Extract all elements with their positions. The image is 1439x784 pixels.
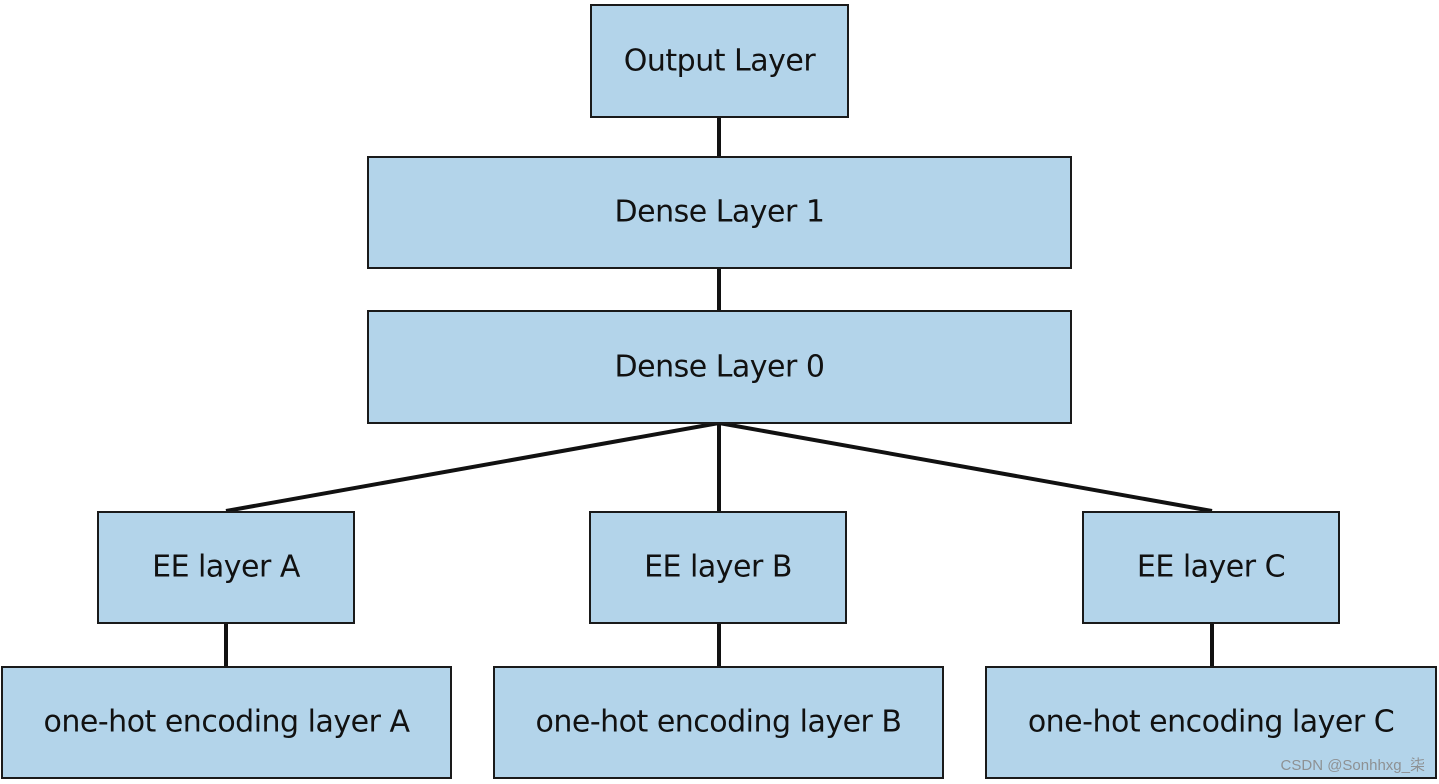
node-label: EE layer A <box>152 550 301 585</box>
node-onehot-layer-a: one-hot encoding layer A <box>1 666 452 779</box>
node-label: Dense Layer 1 <box>615 195 825 230</box>
node-onehot-layer-b: one-hot encoding layer B <box>493 666 944 779</box>
watermark: CSDN @Sonhhxg_柒 <box>1280 757 1425 774</box>
edge-ee-c-to-dense0 <box>718 421 1213 513</box>
node-label: one-hot encoding layer B <box>536 705 902 740</box>
node-label: Output Layer <box>624 44 817 79</box>
node-label: one-hot encoding layer A <box>44 705 411 740</box>
node-label: EE layer C <box>1137 550 1285 585</box>
node-onehot-layer-c: one-hot encoding layer C <box>985 666 1437 779</box>
node-dense-layer-1: Dense Layer 1 <box>367 156 1072 269</box>
node-output-layer: Output Layer <box>590 4 849 118</box>
edges <box>224 118 1214 667</box>
node-ee-layer-a: EE layer A <box>97 511 355 624</box>
node-label: Dense Layer 0 <box>615 350 825 385</box>
node-label: EE layer B <box>644 550 792 585</box>
node-label: one-hot encoding layer C <box>1028 705 1394 740</box>
node-dense-layer-0: Dense Layer 0 <box>367 310 1072 424</box>
edge-ee-a-to-dense0 <box>225 421 720 513</box>
node-ee-layer-c: EE layer C <box>1082 511 1340 624</box>
node-ee-layer-b: EE layer B <box>589 511 847 624</box>
